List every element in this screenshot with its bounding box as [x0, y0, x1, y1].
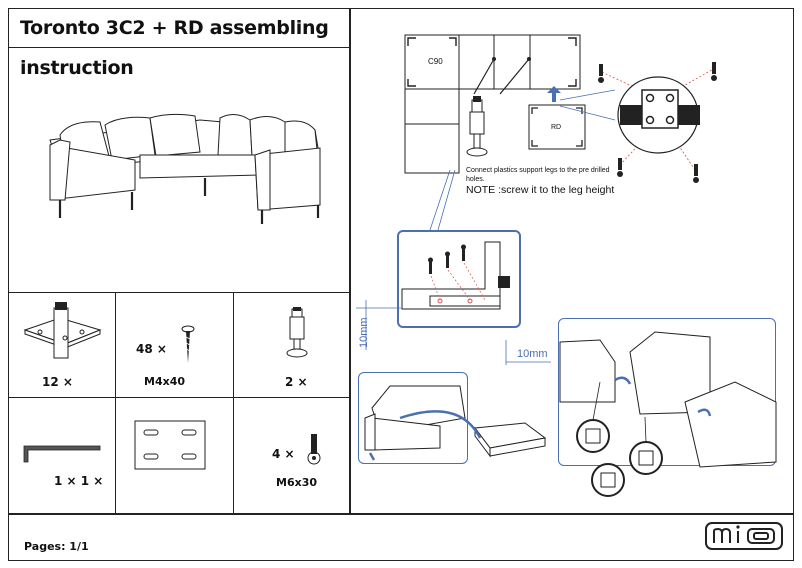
rd-connect-box	[558, 318, 776, 466]
dimension-label-vertical: 10mm	[358, 317, 370, 348]
page-frame	[8, 8, 794, 561]
mio-logo	[705, 522, 783, 550]
module-label-c90: C90	[428, 57, 443, 66]
wood-screw-spec: M4x40	[144, 375, 186, 388]
part-cell-support-leg	[234, 292, 350, 397]
part-cell-hex-key	[8, 397, 116, 513]
bracket-qty: 12 ×	[42, 375, 73, 389]
note-text: NOTE :screw it to the leg height	[466, 184, 615, 196]
hex-key-qty: 1 × 1 ×	[54, 474, 104, 488]
leg-height-detail-box	[397, 230, 521, 328]
part-cell-wood-screw	[116, 292, 234, 397]
rd-connect-illustration	[559, 331, 777, 497]
chaise-assembly-illustration	[364, 385, 547, 461]
bracket-icon	[23, 302, 102, 359]
column-divider	[349, 8, 351, 513]
bolt-qty: 4 ×	[272, 447, 295, 461]
chaise-assembly-box	[358, 372, 468, 464]
connector-plate-icon	[134, 420, 206, 470]
leg-mount-detail	[401, 241, 510, 310]
part-cell-bolt	[234, 397, 350, 513]
part-cell-bracket	[8, 292, 116, 397]
module-label-rd: RD	[551, 124, 562, 131]
support-leg-icon	[286, 307, 308, 358]
support-leg-closeup	[466, 96, 488, 157]
page-count: Pages: 1/1	[24, 540, 89, 553]
dimension-lines	[356, 300, 551, 365]
dimension-label-horizontal: 10mm	[517, 348, 548, 360]
module-layout-diagram	[404, 34, 581, 174]
bolt-spec: M6x30	[276, 476, 318, 489]
wood-screw-qty: 48 ×	[136, 342, 167, 356]
support-leg-qty: 2 ×	[285, 375, 308, 389]
hex-key-icon	[23, 445, 101, 463]
instruction-text: Connect plastics support legs to the pre…	[466, 167, 610, 183]
footer-divider	[8, 513, 794, 515]
arrow-up-icon	[547, 86, 561, 102]
parts-grid	[8, 292, 350, 513]
page-title: Toronto 3C2 + RD assembling instruction	[8, 8, 350, 79]
sofa-illustration	[49, 113, 321, 224]
plate-closeup	[598, 62, 717, 183]
bolt-icon	[307, 434, 321, 465]
part-cell-connector-plate	[116, 397, 234, 513]
wood-screw-icon	[181, 325, 195, 363]
callout-lines	[429, 89, 616, 231]
rd-module	[528, 104, 586, 150]
